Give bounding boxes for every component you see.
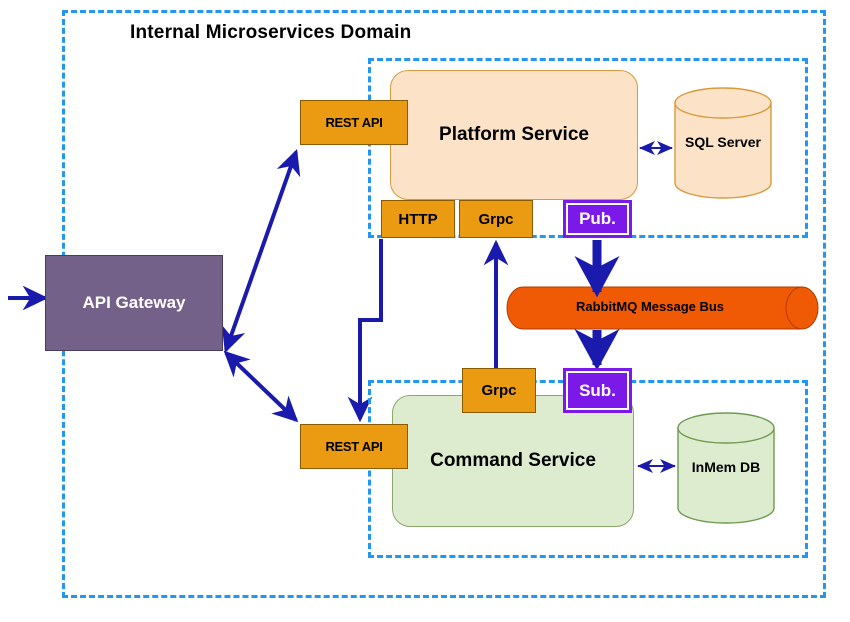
connector-gateway-platform-rest	[221, 148, 301, 354]
message-bus-node[interactable]: RabbitMQ Message Bus	[505, 287, 820, 329]
platform-http-node[interactable]: HTTP	[381, 200, 455, 238]
command-service-label: Command Service	[430, 450, 596, 471]
command-service-node[interactable]: Command Service	[392, 395, 634, 527]
platform-publisher-label: Pub.	[579, 209, 616, 228]
platform-rest-api-node[interactable]: REST API	[300, 100, 408, 145]
command-subscriber-node[interactable]: Sub.	[563, 368, 632, 413]
platform-service-node[interactable]: Platform Service	[390, 70, 638, 200]
platform-grpc-label: Grpc	[478, 210, 514, 228]
inmem-db-node[interactable]: InMem DB	[678, 413, 774, 523]
sql-server-label: SQL Server	[684, 134, 761, 150]
connector-http-to-command-rest	[347, 239, 383, 423]
sql-server-node[interactable]: SQL Server	[675, 88, 771, 198]
sql-server-cylinder-shape	[674, 87, 772, 199]
inmem-db-label: InMem DB	[691, 459, 761, 475]
command-rest-api-node[interactable]: REST API	[300, 424, 408, 469]
command-grpc-label: Grpc	[481, 382, 517, 399]
diagram-title: Internal Microservices Domain	[130, 22, 412, 43]
platform-rest-api-label: REST API	[325, 115, 383, 130]
api-gateway-node[interactable]: API Gateway	[45, 255, 223, 351]
platform-publisher-node[interactable]: Pub.	[563, 200, 632, 238]
command-subscriber-label: Sub.	[579, 380, 616, 400]
connector-gateway-command-rest	[223, 350, 299, 423]
platform-service-label: Platform Service	[439, 124, 589, 145]
inmem-db-cylinder-shape	[677, 412, 775, 524]
api-gateway-label: API Gateway	[82, 293, 186, 312]
command-rest-api-label: REST API	[325, 439, 383, 454]
platform-grpc-node[interactable]: Grpc	[459, 200, 533, 238]
platform-http-label: HTTP	[398, 210, 438, 228]
message-bus-cylinder-shape	[506, 286, 819, 330]
command-grpc-node[interactable]: Grpc	[462, 368, 536, 413]
message-bus-label: RabbitMQ Message Bus	[575, 299, 725, 314]
